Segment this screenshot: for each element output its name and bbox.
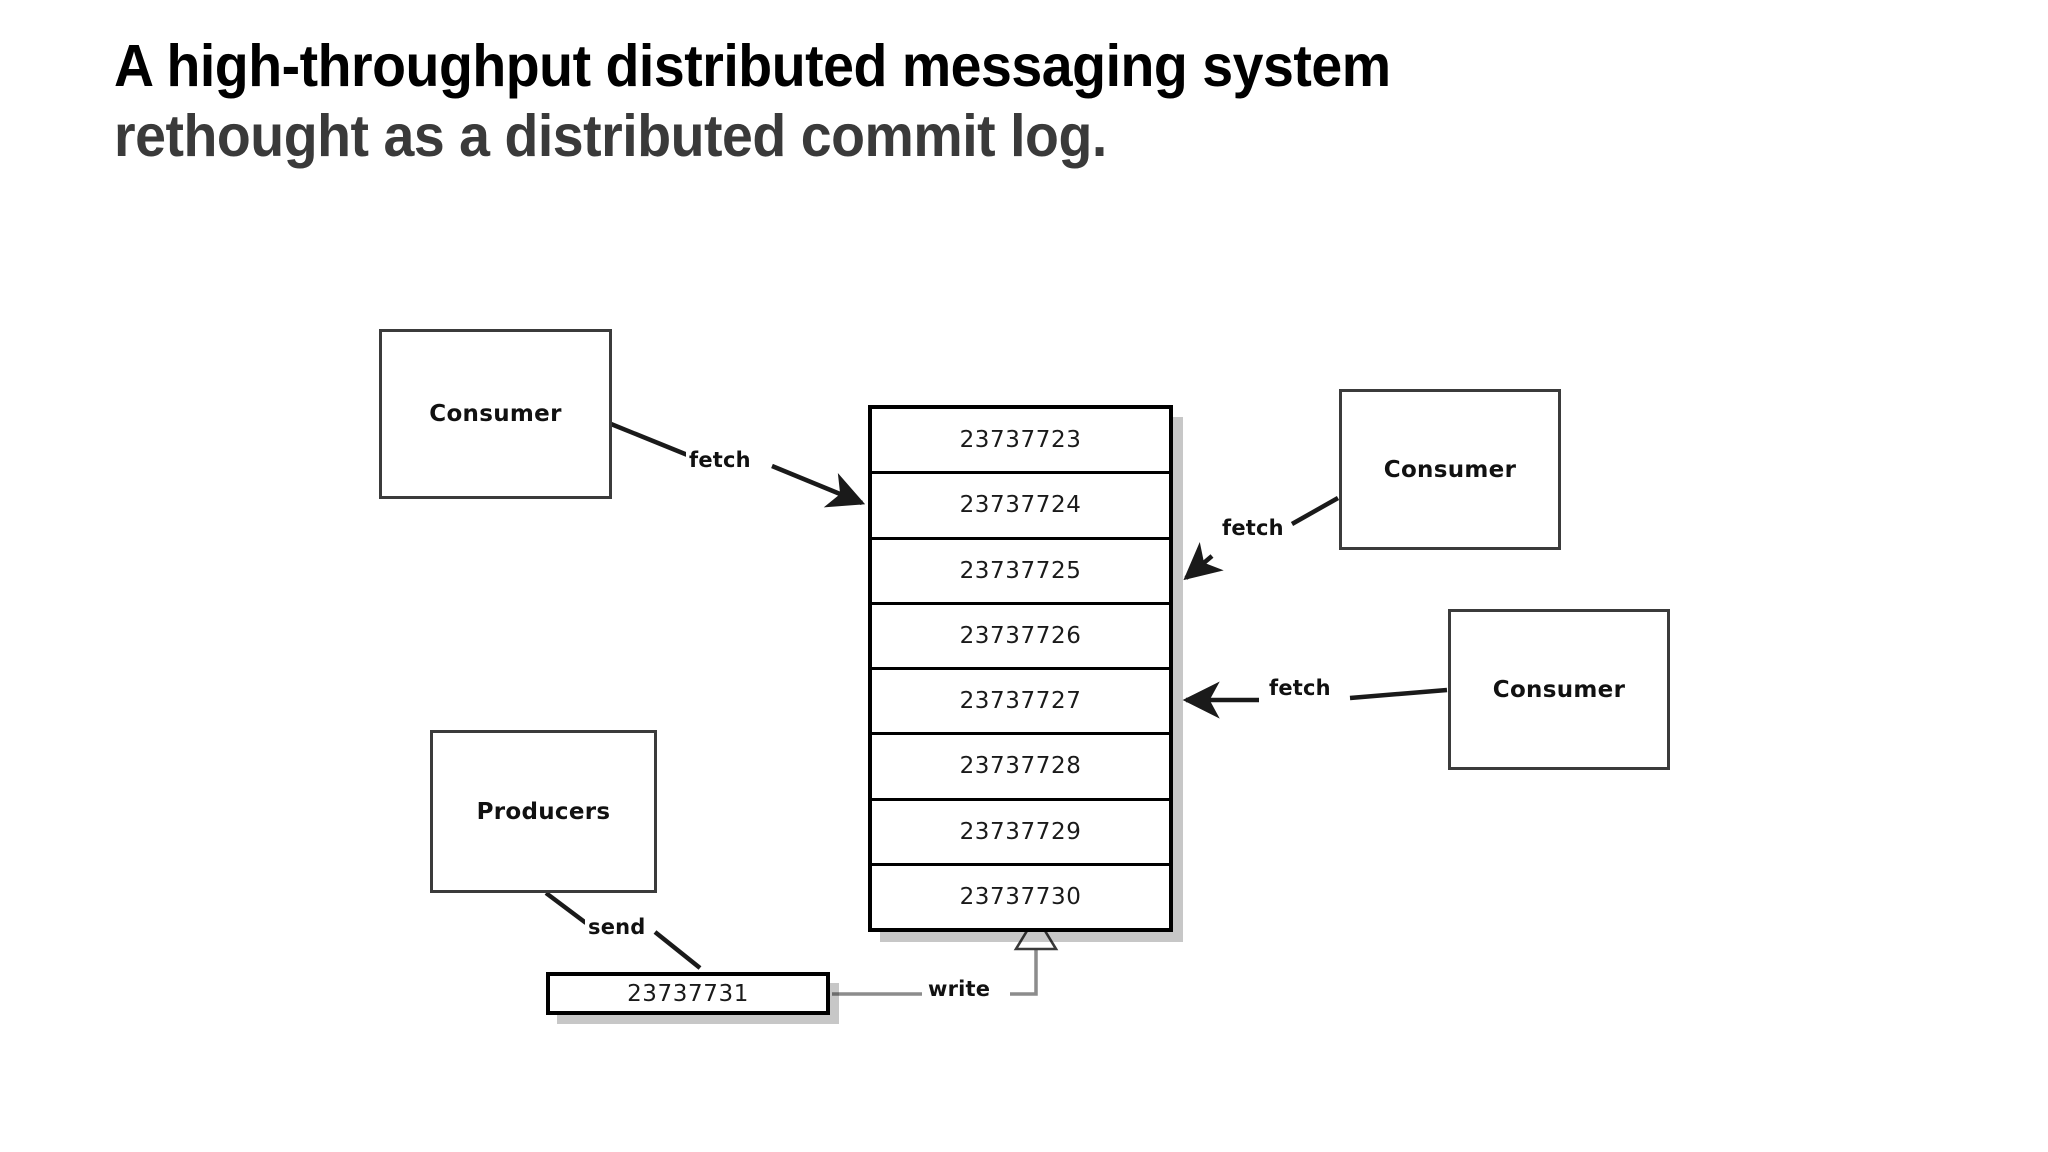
node-consumer-right-top[interactable]: Consumer [1339, 389, 1561, 550]
edge-label-write: write [925, 977, 994, 1001]
node-producers[interactable]: Producers [430, 730, 657, 893]
title-line-2: rethought as a distributed commit log. [114, 102, 1107, 169]
edge-label-fetch-right-top: fetch [1219, 516, 1287, 540]
commit-log-entry[interactable]: 23737725 [872, 539, 1169, 605]
edge-label-send: send [585, 915, 649, 939]
commit-log-entry[interactable]: 23737724 [872, 474, 1169, 540]
commit-log-entry-offset: 23737725 [959, 557, 1082, 584]
node-consumer-right-top-label: Consumer [1383, 456, 1517, 483]
commit-log-stack: 23737723 23737724 23737725 23737726 23737727… [868, 405, 1173, 932]
commit-log-entry[interactable]: 23737730 [872, 865, 1169, 928]
commit-log-entry[interactable]: 23737729 [872, 800, 1169, 866]
commit-log-entry-offset: 23737723 [959, 427, 1082, 454]
commit-log-entry-offset: 23737724 [959, 492, 1082, 519]
commit-log-entry-offset: 23737729 [959, 818, 1082, 845]
commit-log-entry[interactable]: 23737723 [872, 409, 1169, 475]
commit-log-entry-offset: 23737730 [959, 883, 1082, 910]
commit-log-entry-offset: 23737726 [959, 622, 1082, 649]
node-consumer-right-bottom[interactable]: Consumer [1448, 609, 1670, 770]
node-producers-label: Producers [476, 798, 611, 825]
commit-log-entry-offset: 23737728 [959, 753, 1082, 780]
edge-label-fetch-left: fetch [686, 448, 754, 472]
node-consumer-left-label: Consumer [429, 401, 562, 427]
commit-log-entry[interactable]: 23737728 [872, 735, 1169, 801]
commit-log-entry[interactable]: 23737727 [872, 670, 1169, 736]
commit-log-entry-offset: 23737727 [959, 688, 1082, 715]
node-consumer-left[interactable]: Consumer [379, 329, 612, 499]
pending-message-offset: 23737731 [627, 980, 749, 1007]
pending-message-box[interactable]: 23737731 [546, 972, 830, 1015]
title-line-1: A high-throughput distributed messaging … [114, 33, 1391, 99]
edge-label-fetch-right-bottom: fetch [1266, 676, 1334, 700]
page-title: A high-throughput distributed messaging … [114, 32, 1974, 171]
commit-log-entry[interactable]: 23737726 [872, 604, 1169, 670]
node-consumer-right-bottom-label: Consumer [1492, 676, 1626, 703]
